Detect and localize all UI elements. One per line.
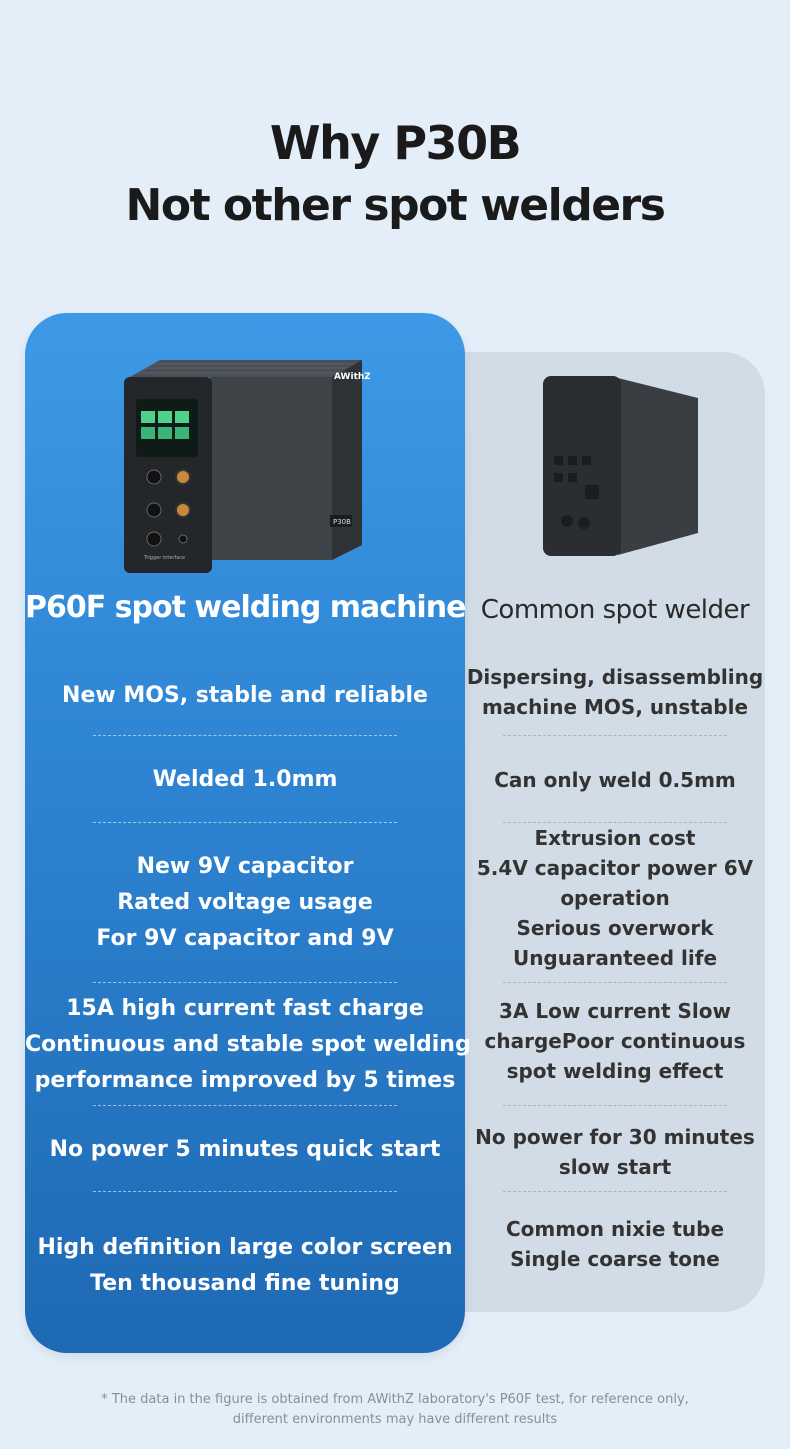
right-row-2: Can only weld 0.5mm (465, 765, 765, 795)
row-text: Welded 1.0mm (152, 767, 338, 792)
row-text: No power 5 minutes quick start (49, 1137, 441, 1162)
divider (503, 822, 727, 823)
row-text: New 9V capacitor (136, 854, 354, 879)
left-row-2: Welded 1.0mm (25, 760, 465, 800)
row-text: Unguaranteed life (512, 946, 718, 970)
row-text: performance improved by 5 times (34, 1068, 456, 1093)
device-brand-text: AWithZ (334, 372, 370, 382)
left-row-6: High definition large color screen Ten t… (25, 1230, 465, 1302)
left-row-3: New 9V capacitor Rated voltage usage For… (25, 849, 465, 957)
row-text: Continuous and stable spot welding (25, 1032, 471, 1057)
row-text: No power for 30 minutes (475, 1125, 755, 1149)
divider (93, 1105, 397, 1106)
row-text: chargePoor continuous (484, 1029, 746, 1053)
row-text: Ten thousand fine tuning (90, 1271, 400, 1296)
right-row-4: 3A Low current Slow chargePoor continuou… (465, 996, 765, 1086)
row-text: 3A Low current Slow (499, 999, 731, 1023)
row-text: High definition large color screen (37, 1235, 453, 1260)
row-text: Can only weld 0.5mm (494, 768, 736, 792)
row-text: slow start (558, 1155, 672, 1179)
divider (503, 735, 727, 736)
row-text: 15A high current fast charge (66, 996, 424, 1021)
row-text: operation (560, 886, 670, 910)
divider (93, 735, 397, 736)
left-row-1: New MOS, stable and reliable (25, 676, 465, 716)
row-text: spot welding effect (506, 1059, 724, 1083)
right-row-1: Dispersing, disassembling machine MOS, u… (465, 662, 765, 722)
footnote: * The data in the figure is obtained fro… (0, 1390, 790, 1430)
row-text: Rated voltage usage (117, 890, 373, 915)
right-row-5: No power for 30 minutes slow start (465, 1122, 765, 1182)
row-text: 5.4V capacitor power 6V (476, 856, 754, 880)
right-row-3: Extrusion cost 5.4V capacitor power 6V o… (465, 823, 765, 973)
footnote-line: different environments may have differen… (232, 1412, 558, 1427)
common-welder-image (540, 373, 700, 558)
divider (93, 982, 397, 983)
row-text: Extrusion cost (534, 826, 696, 850)
divider (503, 982, 727, 983)
row-text: Serious overwork (516, 916, 714, 940)
row-text: New MOS, stable and reliable (62, 683, 428, 708)
divider (503, 1191, 727, 1192)
divider (93, 1191, 397, 1192)
left-row-5: No power 5 minutes quick start (25, 1130, 465, 1170)
right-column-title: Common spot welder (480, 595, 750, 625)
left-row-4: 15A high current fast charge Continuous … (25, 991, 471, 1099)
left-column-title: P60F spot welding machine (25, 590, 466, 625)
p30b-device-image: AWithZ P30B Trigger interface (120, 355, 371, 580)
row-text: Single coarse tone (510, 1247, 720, 1271)
footnote-line: * The data in the figure is obtained fro… (101, 1392, 689, 1407)
headline-line2: Not other spot welders (125, 180, 666, 231)
right-row-6: Common nixie tube Single coarse tone (465, 1214, 765, 1274)
row-text: For 9V capacitor and 9V (96, 926, 394, 951)
divider (93, 822, 397, 823)
row-text: Common nixie tube (505, 1217, 725, 1241)
device-label-text: Trigger interface (143, 555, 185, 561)
row-text: Dispersing, disassembling (466, 665, 764, 689)
device-model-text: P30B (333, 518, 351, 526)
divider (503, 1105, 727, 1106)
row-text: machine MOS, unstable (481, 695, 749, 719)
headline-line1: Why P30B (269, 116, 522, 170)
